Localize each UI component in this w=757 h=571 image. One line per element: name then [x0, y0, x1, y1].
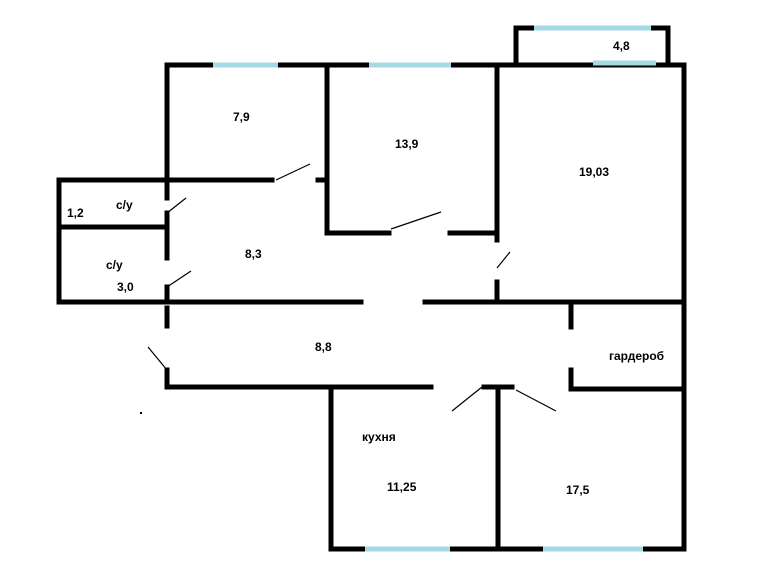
stray-dot — [140, 412, 142, 414]
kitchen-label: кухня — [362, 430, 396, 444]
room-top-left-area: 7,9 — [233, 110, 250, 124]
wc-lower-label: с/у — [106, 258, 123, 272]
wc-upper-area: 1,2 — [67, 206, 84, 220]
wall-top-left-room — [164, 62, 500, 183]
balcony-area: 4,8 — [613, 39, 630, 53]
door-bottom-right-room — [515, 389, 557, 412]
room-top-middle-area: 13,9 — [395, 137, 419, 151]
room-top-right-area: 19,03 — [579, 165, 609, 179]
wc-upper-label: с/у — [116, 198, 133, 212]
door-wc-lower — [166, 270, 192, 288]
room-bottom-right-area: 17,5 — [566, 483, 590, 497]
door-entrance — [147, 346, 168, 371]
wall-wc-outer — [56, 177, 170, 305]
door-kitchen — [451, 386, 483, 412]
door-wc-upper — [166, 197, 187, 214]
doors — [147, 163, 557, 412]
hall-upper-area: 8,3 — [245, 247, 262, 261]
wall-balcony — [513, 25, 671, 66]
walls — [56, 25, 687, 552]
door-right-room — [496, 251, 511, 269]
wc-lower-area: 3,0 — [117, 280, 134, 294]
corridor-area: 8,8 — [315, 340, 332, 354]
windows — [213, 25, 656, 552]
door-top-left-room — [275, 163, 311, 181]
wardrobe-label: гардероб — [609, 349, 664, 363]
kitchen-area: 11,25 — [387, 480, 417, 494]
room-labels: 4,8 7,9 13,9 19,03 с/у 1,2 с/у 3,0 8,3 8… — [67, 39, 664, 497]
door-middle-room — [390, 211, 442, 230]
